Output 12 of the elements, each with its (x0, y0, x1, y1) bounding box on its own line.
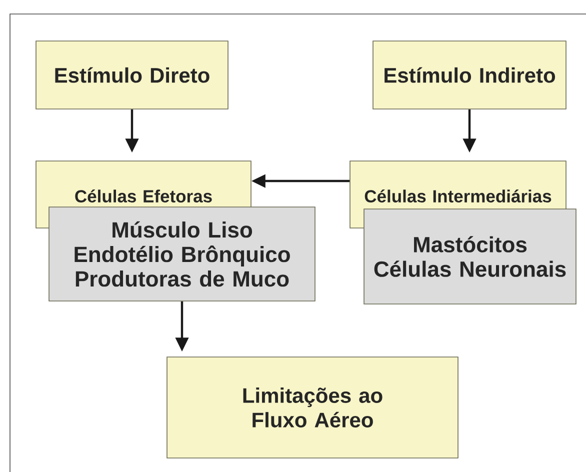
box-label: Células Intermediárias (364, 190, 552, 202)
box-label: Mastócitos Células Neuronais (374, 236, 566, 277)
box-label: Estímulo Indireto (384, 67, 556, 83)
process-box (36, 40, 228, 110)
box-label: Músculo Liso Endotélio Brônquico Produtoras de Muco (74, 221, 290, 287)
detail-box (48, 206, 316, 302)
box-label: Estímulo Direto (55, 67, 210, 83)
detail-box (364, 208, 576, 304)
box-label: Limitações ao Fluxo Aéreo (243, 388, 382, 428)
box-label: Células Efetoras (75, 190, 212, 202)
result-box (166, 356, 458, 458)
process-box (372, 40, 566, 110)
